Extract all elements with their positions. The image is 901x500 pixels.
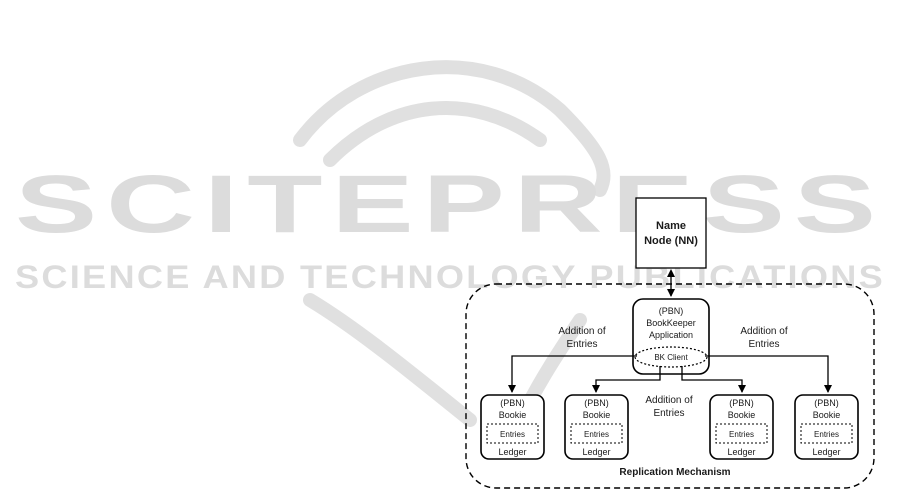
name-node-line1: Name [656,220,686,232]
bookkeeper-line1: (PBN) [659,306,684,316]
edge-label-left-line1: Addition of [558,326,605,337]
entries-label: Entries [814,430,839,439]
ledger-label: Ledger [727,447,755,457]
ledger-label: Ledger [582,447,610,457]
name-node: Name Node (NN) [636,198,706,268]
entries-label: Entries [584,430,609,439]
bookie-line2: Bookie [813,410,841,420]
bookie-line1: (PBN) [814,398,839,408]
name-node-line2: Node (NN) [644,235,698,247]
bookie-line1: (PBN) [729,398,754,408]
ledger-label: Ledger [812,447,840,457]
watermark-main-text: SCITEPRESS [15,159,885,250]
watermark-sub-text: SCIENCE AND TECHNOLOGY PUBLICATIONS [15,259,885,295]
edge-label-center-line2: Entries [653,408,684,419]
entries-label: Entries [500,430,525,439]
bk-client-label: BK Client [654,353,688,362]
bookie-line2: Bookie [499,410,527,420]
replication-mechanism-label: Replication Mechanism [619,467,730,478]
edge-label-right-line2: Entries [748,339,779,350]
bookie-line1: (PBN) [500,398,525,408]
edge-label-right-line1: Addition of [740,326,787,337]
edge-label-left-line2: Entries [566,339,597,350]
bookkeeper-application: (PBN) BookKeeper Application BK Client [633,299,709,374]
bookie-line1: (PBN) [584,398,609,408]
bookkeeper-line2: BookKeeper [646,318,696,328]
edge-label-center-line1: Addition of [645,395,692,406]
bookkeeper-line3: Application [649,330,693,340]
entries-label: Entries [729,430,754,439]
bookie-line2: Bookie [583,410,611,420]
watermark: SCITEPRESS SCIENCE AND TECHNOLOGY PUBLIC… [15,67,885,420]
connector-bookie-4 [705,356,828,392]
ledger-label: Ledger [498,447,526,457]
bookie-line2: Bookie [728,410,756,420]
